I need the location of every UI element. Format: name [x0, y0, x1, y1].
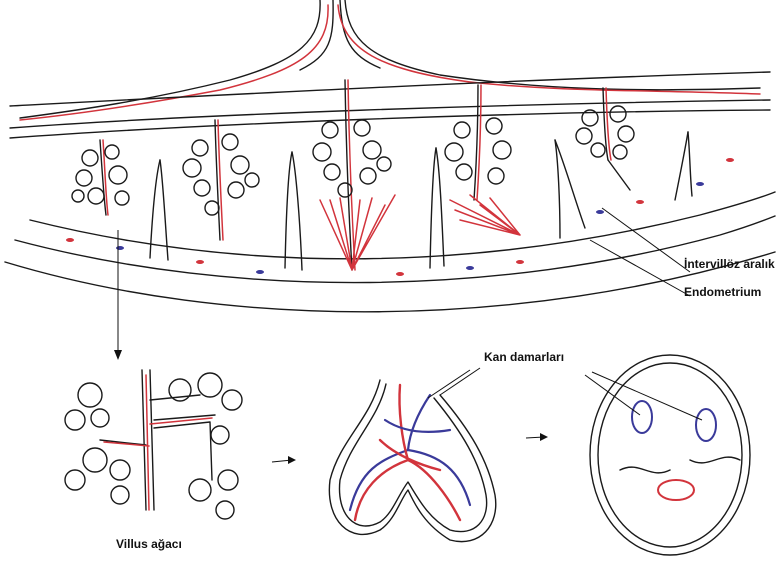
villus-longitudinal-section	[329, 380, 495, 542]
villus-cross-section	[590, 355, 750, 555]
lower-leader-lines	[428, 368, 702, 420]
blood-vessels-label: Kan damarları	[484, 350, 564, 364]
villus-tree-2	[183, 120, 259, 240]
endometrium-label: Endometrium	[684, 285, 761, 299]
basal-plate	[5, 192, 775, 312]
villus-tree-detail	[65, 370, 242, 519]
villus-tree-3	[313, 80, 395, 270]
villus-tree-label: Villus ağacı	[116, 537, 182, 551]
chorionic-plate	[10, 0, 770, 138]
placental-septa	[150, 132, 692, 270]
intervillous-space-label: İntervillöz aralık	[684, 256, 775, 271]
arrow-right-1	[272, 456, 296, 464]
arrow-right-2	[526, 433, 548, 441]
villus-tree-1	[72, 140, 129, 215]
